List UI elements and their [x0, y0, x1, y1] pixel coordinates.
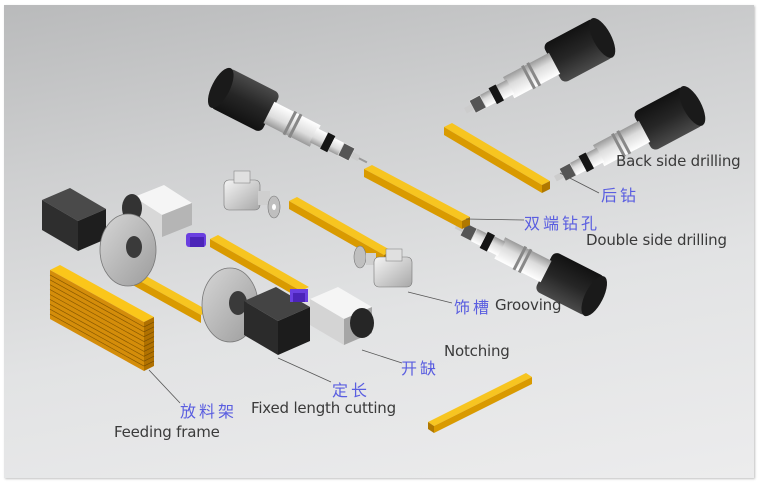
stack-layer-line: [143, 355, 155, 362]
stack-layer-line: [143, 331, 155, 338]
grooving-motor-upper: [223, 170, 281, 219]
workpiece-bar-notching: [210, 235, 309, 299]
drill-spindle-upper-left: [207, 67, 368, 164]
coupling-upper: [186, 233, 206, 247]
label-feeding-frame-chinese: 放料架: [180, 402, 238, 421]
workpiece-bar-grooving: [289, 197, 392, 263]
workpiece-bar-double-drilling: [364, 165, 470, 229]
leader-lines: [148, 172, 600, 404]
label-back-side-drilling-chinese: 后钻: [601, 186, 640, 205]
grooving-motor-lower: [353, 245, 413, 288]
label-double-side-drilling-english: Double side drilling: [586, 231, 727, 249]
stack-layer-line: [49, 299, 145, 352]
label-notching-chinese: 开缺: [401, 359, 440, 378]
label-fixed-length-cutting-english: Fixed length cutting: [251, 399, 396, 417]
workpiece-bar-cutting: [129, 271, 209, 323]
stack-layer-line: [143, 336, 155, 342]
notching-motor: [310, 287, 374, 345]
diagram-frame: Back side drilling 后钻 双端钻孔 Double side d…: [4, 5, 754, 478]
workpiece-bar-back-drilling: [444, 123, 550, 193]
label-grooving-chinese: 饰槽: [454, 298, 493, 317]
stack-layer-line: [143, 326, 155, 333]
stack-layer-line: [49, 303, 145, 357]
coupling-lower: [290, 289, 308, 302]
saw-motor-upper: [42, 185, 192, 251]
label-notching-english: Notching: [444, 342, 510, 360]
feeding-frame-stack: [49, 265, 155, 371]
drill-spindle-back: [553, 86, 706, 182]
label-grooving-english: Grooving: [495, 296, 562, 314]
leader-grooving: [407, 291, 453, 304]
leader-cutting: [277, 357, 332, 383]
stack-layer-line: [143, 346, 155, 352]
leader-double-drilling: [465, 218, 525, 221]
stack-layer-line: [49, 289, 145, 342]
label-fixed-length-cutting-chinese: 定长: [332, 381, 371, 400]
stack-layer-line: [49, 313, 145, 367]
process-line-illustration: [42, 18, 706, 433]
stack-layer-line: [143, 360, 155, 367]
finished-workpiece: [428, 373, 532, 433]
leader-notching: [361, 349, 403, 364]
leader-back-drilling: [559, 172, 600, 194]
label-back-side-drilling-english: Back side drilling: [616, 152, 741, 170]
drill-spindle-upper-right: [463, 18, 616, 114]
saw-blade-upper: [99, 213, 157, 287]
drill-spindle-lower: [454, 222, 608, 317]
stack-layer-line: [143, 350, 155, 357]
stack-layer-line: [143, 341, 155, 347]
stack-layer-line: [49, 294, 145, 347]
stack-layer-line: [143, 321, 155, 328]
stack-layer-line: [49, 284, 145, 338]
leader-feeding: [148, 369, 181, 404]
label-feeding-frame-english: Feeding frame: [114, 423, 220, 441]
stack-layer-line: [49, 274, 145, 328]
stack-layer-line: [49, 308, 145, 362]
saw-motor-lower: [244, 287, 310, 355]
stack-layer-line: [49, 279, 145, 333]
label-double-side-drilling-chinese: 双端钻孔: [524, 214, 601, 233]
